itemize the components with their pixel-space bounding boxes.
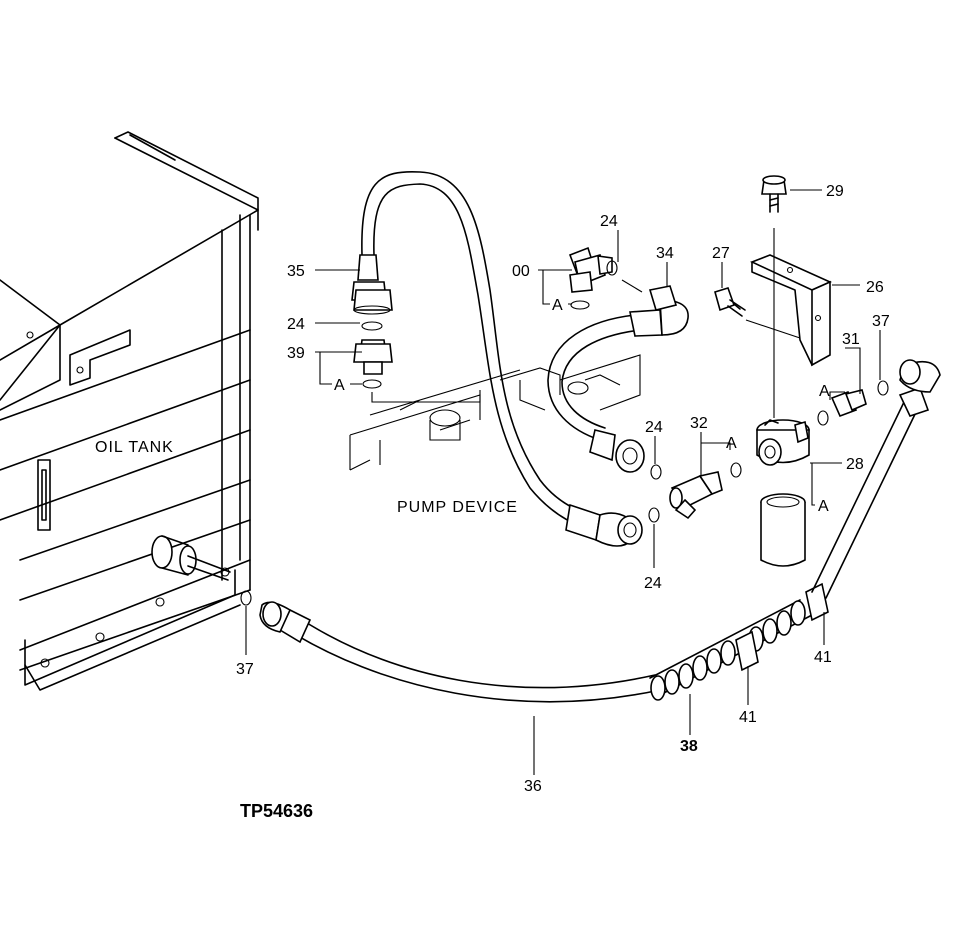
return-hose: [259, 359, 941, 703]
callout-00: 00: [512, 263, 530, 280]
callout-36: 36: [524, 778, 542, 795]
callout-34: 34: [656, 245, 674, 262]
o-ring-24-left: [361, 321, 383, 331]
o-ring-32: [730, 462, 742, 478]
adapter-39: [353, 339, 393, 375]
callout-35: 35: [287, 263, 305, 280]
callout-37-right: 37: [872, 313, 890, 330]
callout-24-top: 24: [600, 213, 618, 230]
callout-31: 31: [842, 331, 860, 348]
o-ring-39: [362, 379, 382, 389]
o-ring-37-left: [240, 590, 252, 606]
callout-24-left: 24: [287, 316, 305, 333]
o-ring-31: [817, 410, 829, 426]
drawing-number: TP54636: [240, 801, 313, 821]
callout-24-mid: 24: [645, 419, 663, 436]
callout-29: 29: [826, 183, 844, 200]
leader-lines: [245, 189, 881, 775]
suction-hose-upper: [361, 170, 643, 547]
bolt-29: [761, 175, 787, 213]
oil-tank-label: OIL TANK: [95, 439, 174, 456]
callout-38: 38: [680, 738, 698, 755]
fitting-35: [351, 254, 393, 315]
filter-28: [756, 419, 810, 567]
callout-41-mid: 41: [739, 709, 757, 726]
o-ring-24-low: [648, 507, 660, 523]
callout-00-a: A: [552, 297, 563, 314]
pressure-hose: [547, 285, 689, 473]
callout-32: 32: [690, 415, 708, 432]
callout-26: 26: [866, 279, 884, 296]
callout-24-low: 24: [644, 575, 662, 592]
bolt-27: [714, 287, 746, 317]
elbow-00: [568, 246, 613, 293]
callout-39-a: A: [334, 377, 345, 394]
callout-41-right: 41: [814, 649, 832, 666]
o-ring-00: [570, 300, 590, 310]
oil-tank: [0, 131, 259, 691]
o-ring-37-right: [877, 380, 889, 396]
callout-37-left: 37: [236, 661, 254, 678]
tee-32: [669, 471, 723, 520]
o-ring-24-mid: [650, 464, 662, 480]
bracket-26: [749, 254, 832, 367]
adapter-31: [830, 389, 867, 418]
callout-39: 39: [287, 345, 305, 362]
hose-corrugation: [650, 600, 806, 701]
pump-device-label: PUMP DEVICE: [397, 499, 518, 516]
o-ring-24-top: [606, 260, 618, 276]
callout-27: 27: [712, 245, 730, 262]
callout-28: 28: [846, 456, 864, 473]
callout-31-a: A: [819, 383, 830, 400]
callout-28-a: A: [818, 498, 829, 515]
callout-32-a: A: [726, 435, 737, 452]
